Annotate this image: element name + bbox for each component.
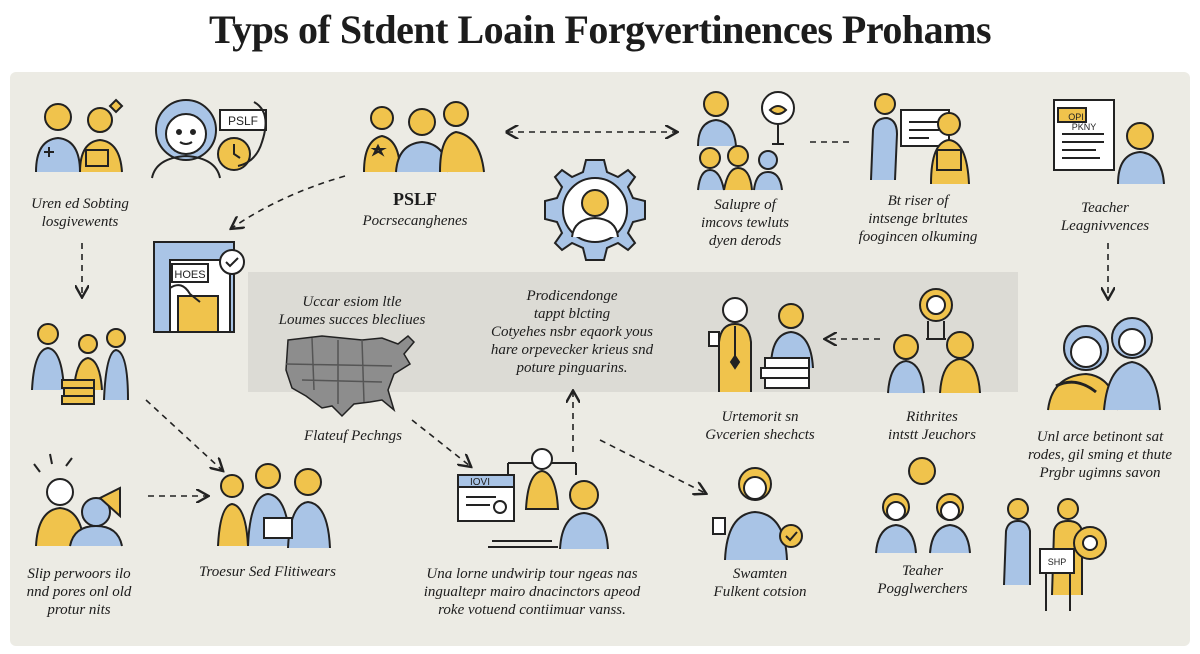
page-title: Typs of Stdent Loain Forgvertinences Pro… bbox=[208, 7, 992, 52]
label-flatef: Flateuf Pechngs bbox=[304, 428, 402, 444]
label-gear: Salupre of imcovs tewluts dyen derods bbox=[701, 197, 789, 249]
person-clock-icon: PSLF bbox=[151, 99, 267, 179]
label-swamten: Swamten Fulkent cotsion bbox=[713, 566, 807, 600]
arrow-pslf-to-hoes bbox=[232, 175, 346, 228]
label-mid-right: Urtemorit sn Gvcerien shechcts bbox=[705, 409, 815, 443]
shp-sign-text: SHP bbox=[1048, 557, 1067, 567]
label-map-caption: Uccar esiom ltle Loumes succes blecliues bbox=[278, 294, 426, 328]
hugging-people-icon bbox=[1047, 317, 1161, 411]
iovi-sign-text: IOVI bbox=[470, 477, 490, 488]
label-bottom-left: Slip perwoors ilo nnd pores onl old prot… bbox=[26, 566, 132, 618]
family-icon bbox=[697, 91, 795, 191]
label-top-left: Uren ed Sobting losgivewents bbox=[31, 196, 129, 230]
arrow-flatef-down bbox=[411, 419, 470, 466]
label-top-right-mid: Bt riser of intsenge brltutes foogincen … bbox=[858, 193, 978, 245]
label-troesur: Troesur Sed Flitiwears bbox=[199, 564, 336, 580]
swamten-person-icon bbox=[712, 467, 803, 561]
us-map-icon bbox=[285, 334, 416, 418]
label-bottom-center: Una lorne undwirip tour ngeas nas ingual… bbox=[423, 566, 641, 618]
label-pslf-title: PSLF bbox=[392, 189, 437, 209]
workers-gear-icon: SHP bbox=[1003, 498, 1107, 611]
teacher-document-icon: OPI PKNY bbox=[1053, 99, 1165, 184]
hoes-sign-text: HOES bbox=[174, 269, 205, 281]
label-rithrites: Rithrites intstt Jeuchors bbox=[888, 409, 976, 443]
pslf-sign-text: PSLF bbox=[228, 114, 258, 128]
award-people-icon bbox=[887, 288, 981, 394]
gear-person-icon bbox=[544, 159, 646, 261]
teachers-icon bbox=[875, 457, 971, 554]
label-teacher-top: Teacher Leagnivvences bbox=[1060, 200, 1150, 234]
speaker-books-icon bbox=[708, 297, 814, 392]
advocacy-group-icon bbox=[33, 453, 123, 547]
troesur-family-icon bbox=[217, 463, 331, 549]
pslf-group-icon bbox=[363, 101, 485, 173]
people-icon bbox=[35, 98, 124, 173]
pkny-sign-text: PKNY bbox=[1072, 122, 1097, 132]
people-books-icon bbox=[31, 323, 129, 405]
label-pslf-sub: Pocrsecanghenes bbox=[362, 213, 468, 229]
building-icon: HOES bbox=[153, 241, 245, 333]
classroom-icon: IOVI bbox=[457, 448, 609, 550]
opi-sign-text: OPI bbox=[1068, 112, 1084, 122]
presenter-icon bbox=[870, 93, 970, 185]
arrow-left-diag bbox=[145, 399, 222, 470]
label-teaher: Teaher Pogglwerchers bbox=[877, 563, 968, 597]
label-center-text: Prodicendonge tappt blcting Cotyehes nsb… bbox=[490, 288, 654, 376]
arrow-center-right-down bbox=[599, 439, 705, 493]
label-far-right-mid: Unl arce betinont sat rodes, gil sming e… bbox=[1027, 429, 1173, 481]
